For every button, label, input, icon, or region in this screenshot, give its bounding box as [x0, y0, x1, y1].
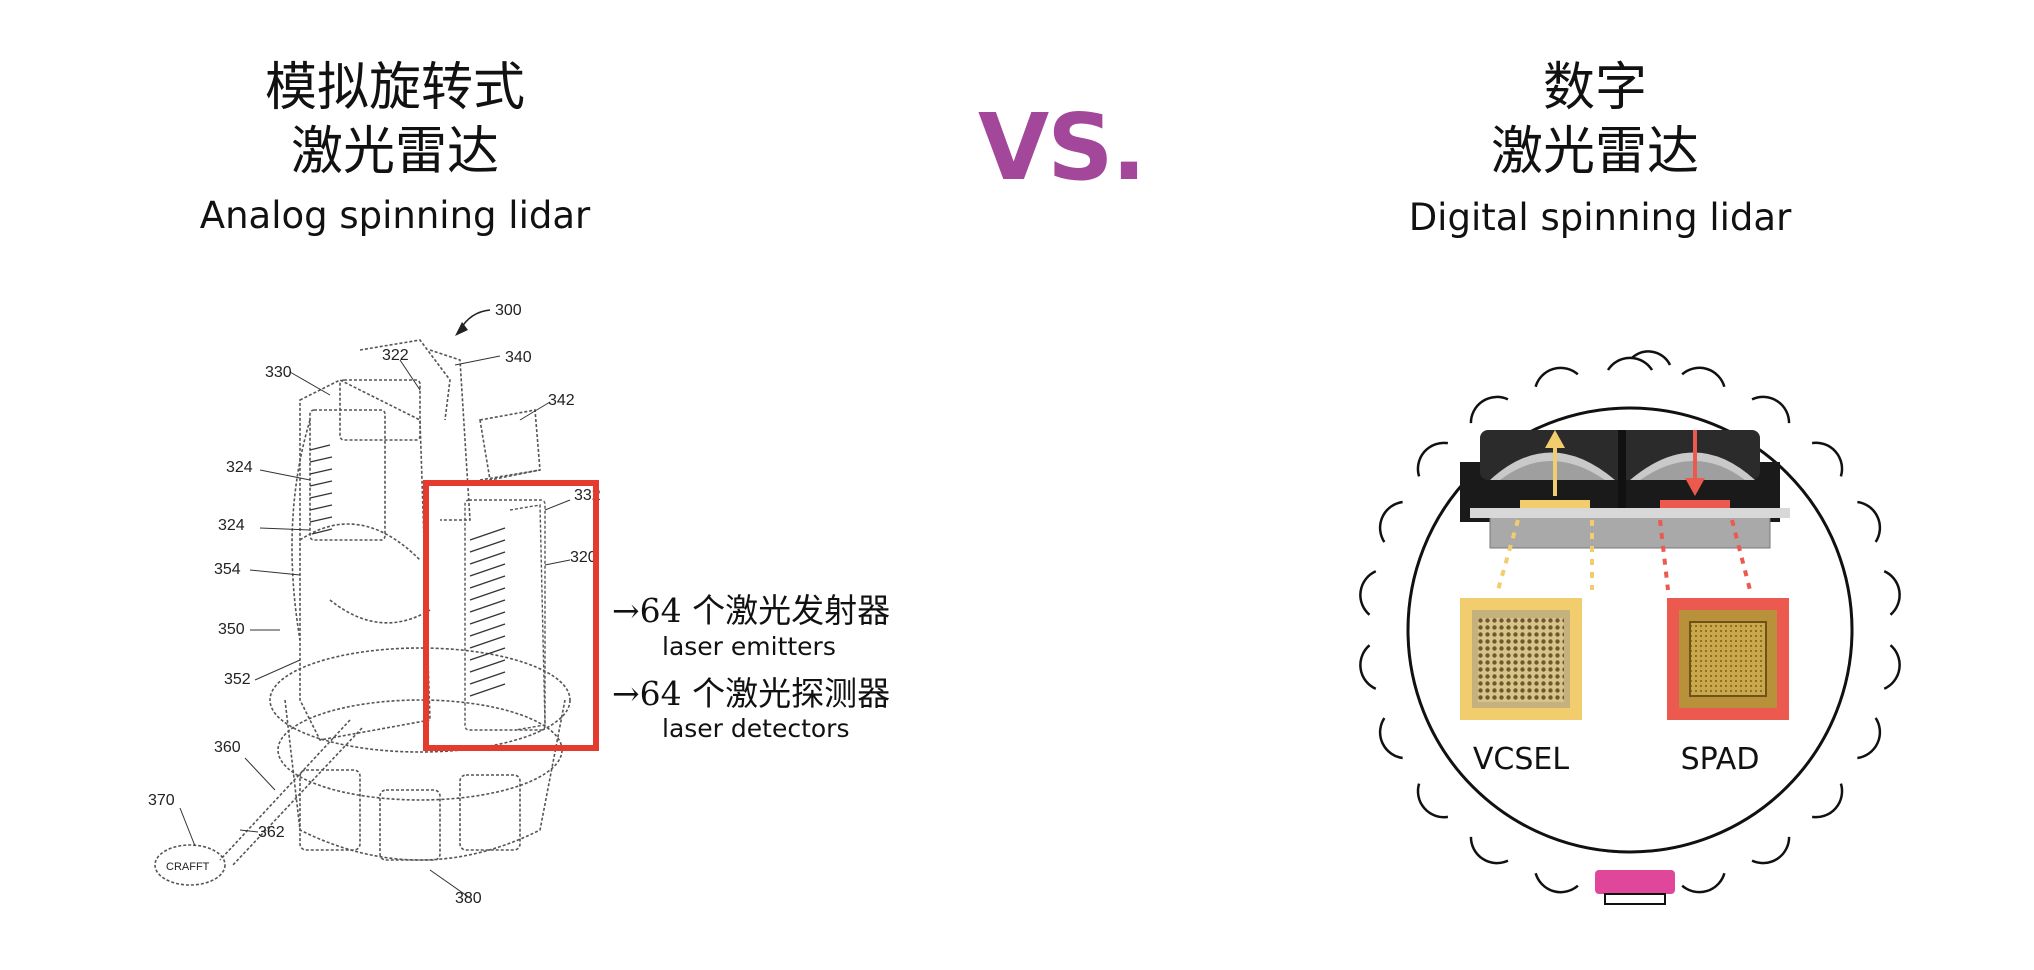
right-title-cn-line1: 数字 [1542, 58, 1647, 118]
label-354: 354 [214, 561, 241, 578]
vs-label: VS. [978, 94, 1146, 201]
annotation-emitters-cn: →64 个激光发射器 [612, 591, 891, 630]
label-324b: 324 [218, 517, 245, 534]
label-362: 362 [258, 824, 285, 841]
label-322: 322 [382, 347, 409, 364]
label-324a: 324 [226, 459, 253, 476]
left-title-cn-line1: 模拟旋转式 [264, 58, 525, 118]
label-320: 320 [570, 549, 597, 566]
annotation-detectors-cn: →64 个激光探测器 [612, 674, 891, 713]
label-circle: CRAFFT [166, 861, 210, 873]
right-title-en: Digital spinning lidar [1408, 196, 1792, 239]
label-340: 340 [505, 349, 532, 366]
label-352: 352 [224, 671, 251, 688]
label-300: 300 [495, 302, 522, 319]
digital-lidar-diagram [1359, 350, 1901, 905]
label-360: 360 [214, 739, 241, 756]
label-380: 380 [455, 890, 482, 907]
left-title-en: Analog spinning lidar [199, 194, 591, 237]
patent-lidar-drawing: 300 322 340 330 342 324 324 332 354 320 … [148, 302, 601, 907]
annotation-detectors-en: laser detectors [662, 714, 850, 743]
label-330: 330 [265, 364, 292, 381]
label-342: 342 [548, 392, 575, 409]
annotation-emitters-en: laser emitters [662, 632, 836, 661]
label-370: 370 [148, 792, 175, 809]
left-title-cn-line2: 激光雷达 [290, 122, 499, 182]
spad-label: SPAD [1680, 742, 1760, 777]
highlight-box [423, 480, 599, 751]
vcsel-label: VCSEL [1472, 742, 1570, 777]
label-350: 350 [218, 621, 245, 638]
right-title-cn-line2: 激光雷达 [1490, 122, 1699, 182]
